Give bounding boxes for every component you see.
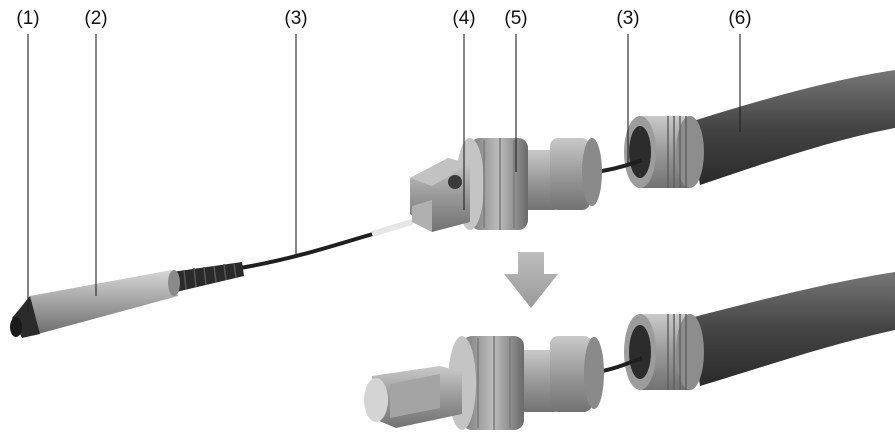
hose-end-fitting-bottom (624, 314, 704, 390)
callout-1: (1) (16, 8, 39, 29)
probe-tip (10, 296, 40, 338)
callout-5: (5) (504, 8, 527, 29)
strain-relief (172, 262, 244, 292)
fitting-body-top (456, 138, 602, 230)
hose-bottom (690, 272, 895, 386)
callout-3b: (3) (616, 8, 639, 29)
callout-6: (6) (728, 8, 751, 29)
down-arrow (504, 252, 558, 308)
callout-2: (2) (84, 8, 107, 29)
probe-body (30, 270, 180, 334)
hose-top (690, 70, 895, 185)
cable-sleeve (371, 219, 413, 237)
callout-4: (4) (452, 8, 475, 29)
clamp-piece-top (410, 158, 470, 232)
hose-end-fitting-top (624, 116, 704, 188)
callout-3a: (3) (284, 8, 307, 29)
clamp-piece-bottom (364, 366, 462, 428)
fitting-body-bottom (448, 336, 604, 430)
